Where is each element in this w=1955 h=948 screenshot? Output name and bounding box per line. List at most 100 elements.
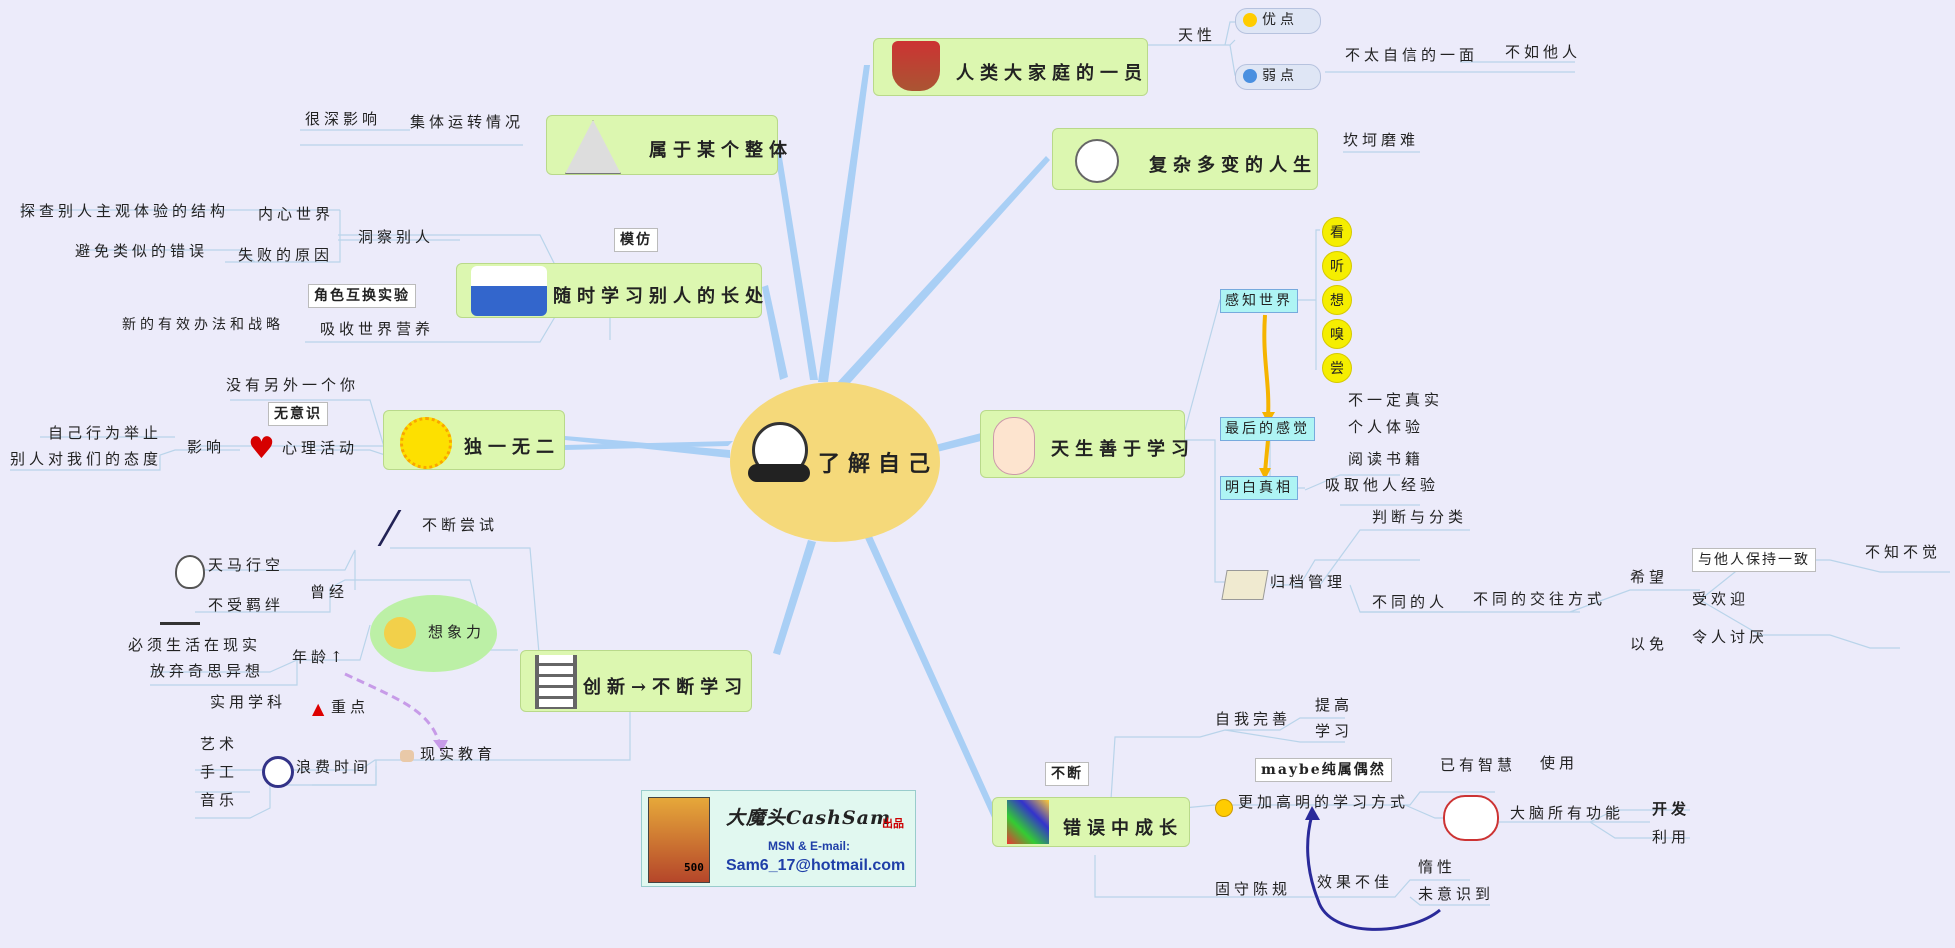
dragon-icon: [384, 617, 416, 649]
unconstrained: 不受羁绊: [208, 598, 284, 613]
topic-unique-label: 独一无二: [464, 433, 560, 459]
hardships: 坎坷磨难: [1343, 133, 1419, 148]
new-methods: 新的有效办法和战略: [122, 318, 284, 332]
real-education: 现实教育: [420, 747, 496, 762]
happy-icon: [1243, 13, 1257, 27]
good-point: 优点: [1262, 13, 1298, 27]
sad-icon: [1243, 69, 1257, 83]
sense-taste: 尝: [1322, 353, 1352, 383]
topic-belong[interactable]: 属于某个整体: [546, 115, 778, 175]
smile-icon: [1215, 799, 1233, 817]
papers-icon: [1221, 570, 1268, 600]
craft: 手工: [200, 765, 238, 780]
last-feeling[interactable]: 最后的感觉: [1220, 417, 1315, 441]
baby-icon: [993, 417, 1035, 475]
hated: 令人讨厌: [1692, 630, 1768, 645]
topic-family[interactable]: 人类大家庭的一员: [873, 38, 1148, 96]
bad-effect: 效果不佳: [1317, 875, 1393, 890]
runner-icon: [160, 588, 200, 625]
insight: 洞察别人: [358, 230, 434, 245]
learn: 学习: [1315, 724, 1353, 739]
hope: 希望: [1630, 570, 1668, 585]
sense-see: 看: [1322, 217, 1352, 247]
develop: 开发: [1652, 802, 1690, 817]
molecule-icon: [1075, 139, 1119, 183]
topic-learning-label: 天生善于学习: [1051, 435, 1195, 461]
better-learning: 更加高明的学习方式: [1238, 795, 1409, 810]
self-behavior: 自己行为举止: [48, 426, 162, 441]
improve: 提高: [1315, 698, 1353, 713]
author-suffix: 出品: [882, 815, 904, 831]
not-confident: 不太自信的一面: [1345, 48, 1478, 63]
sense-think: 想: [1322, 285, 1352, 315]
practical: 实用学科: [210, 695, 286, 710]
psych-activity: 心理活动: [282, 441, 358, 456]
read-books: 阅读书籍: [1348, 452, 1424, 467]
topic-complex[interactable]: 复杂多变的人生: [1052, 128, 1318, 190]
keep-consistent: 与他人保持一致: [1692, 548, 1816, 572]
judge-classify: 判断与分类: [1372, 510, 1467, 525]
inner-world: 内心世界: [258, 207, 334, 222]
topic-learning[interactable]: 天生善于学习: [980, 410, 1185, 478]
explore-structure: 探查别人主观体验的结构: [20, 204, 229, 219]
music: 音乐: [200, 793, 238, 808]
group-running: 集体运转情况: [410, 115, 524, 130]
use: 使用: [1540, 756, 1578, 771]
diff-ways: 不同的交往方式: [1473, 592, 1606, 607]
sense-smell: 嗅: [1322, 319, 1352, 349]
edu-icon: [400, 750, 414, 762]
give-up-ideas: 放弃奇思异想: [150, 664, 264, 679]
sense-hear: 听: [1322, 251, 1352, 281]
topic-innovate-label: 创新→不断学习: [583, 673, 748, 699]
alien-icon: [175, 555, 205, 589]
topic-family-label: 人类大家庭的一员: [956, 59, 1148, 85]
card-hp: 500: [684, 861, 704, 874]
heart-icon: ♥: [248, 434, 275, 464]
topic-others-label: 随时学习别人的长处: [553, 282, 769, 308]
personal-exp: 个人体验: [1348, 420, 1424, 435]
imitate: 模仿: [614, 228, 658, 252]
inertia: 惰性: [1418, 860, 1456, 875]
ladder-icon: [535, 655, 577, 709]
topic-unique[interactable]: 独一无二: [383, 410, 565, 470]
email[interactable]: Sam6_17@hotmail.com: [726, 857, 905, 875]
stubborn: 固守陈规: [1215, 882, 1291, 897]
crowd-icon: [565, 120, 621, 174]
not-real: 不一定真实: [1348, 393, 1443, 408]
central-topic[interactable]: 了解自己: [730, 382, 940, 542]
fail-reason: 失败的原因: [238, 248, 333, 263]
avoid-mistake: 避免类似的错误: [75, 244, 208, 259]
signature-card: 500 大魔头CashSam 出品 MSN & E-mail: Sam6_17@…: [641, 790, 916, 887]
topic-mistakes[interactable]: 错误中成长: [992, 797, 1190, 847]
learn-others: 吸取他人经验: [1325, 478, 1439, 493]
continuous: 不断: [1045, 762, 1089, 786]
role-swap: 角色互换实验: [308, 284, 416, 308]
perceive-world[interactable]: 感知世界: [1220, 289, 1298, 313]
key-point: 重点: [331, 700, 369, 715]
filing: 归档管理: [1270, 575, 1346, 590]
others-attitude: 别人对我们的态度: [10, 452, 162, 467]
utilize: 利用: [1652, 830, 1690, 845]
art: 艺术: [200, 737, 238, 752]
maybe-accident: maybe纯属偶然: [1255, 758, 1392, 782]
weak-point: 弱点: [1262, 69, 1298, 83]
tianxing: 天性: [1178, 28, 1216, 43]
brain-icon: [1443, 795, 1499, 841]
imagination-bubble[interactable]: 想象力: [370, 595, 497, 672]
city-icon: [892, 41, 940, 91]
to-avoid: 以免: [1630, 637, 1668, 652]
deep-effect: 很深影响: [305, 112, 381, 127]
topic-complex-label: 复杂多变的人生: [1149, 151, 1317, 177]
influence: 影响: [187, 440, 225, 455]
sun-icon: [400, 417, 452, 469]
topic-mistakes-label: 错误中成长: [1063, 814, 1183, 840]
horse-sky: 天马行空: [208, 558, 284, 573]
diff-people: 不同的人: [1372, 595, 1448, 610]
live-reality: 必须生活在现实: [128, 638, 261, 653]
warning-icon: ▲: [312, 701, 324, 717]
imagination: 想象力: [428, 625, 485, 640]
understand-truth[interactable]: 明白真相: [1220, 476, 1298, 500]
topic-innovate[interactable]: 创新→不断学习: [520, 650, 752, 712]
hat-base-icon: [748, 464, 810, 482]
topic-others[interactable]: 随时学习别人的长处: [456, 263, 762, 318]
